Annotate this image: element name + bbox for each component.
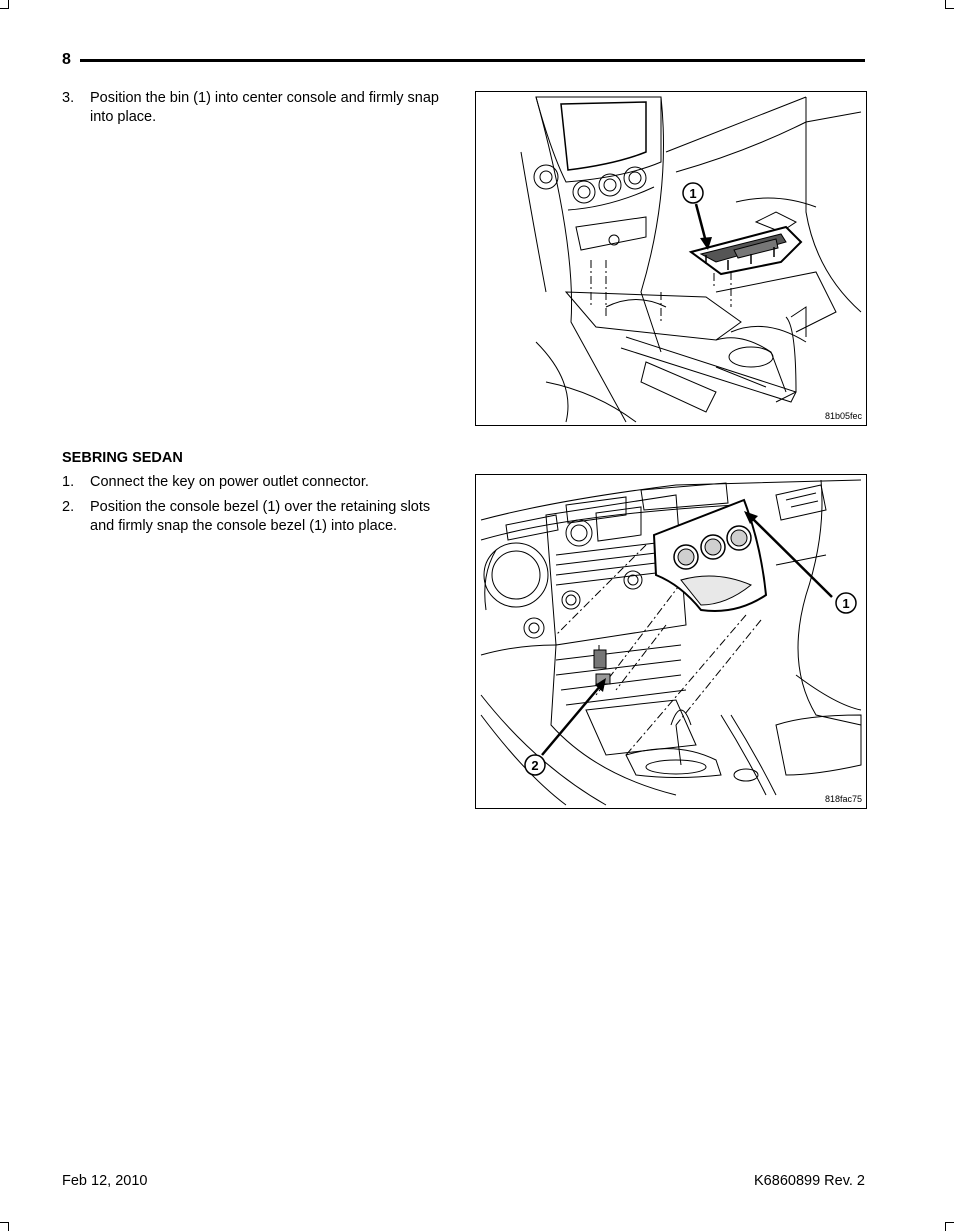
footer-date: Feb 12, 2010	[62, 1173, 148, 1189]
step-number: 2.	[62, 499, 75, 515]
console-bezel-illustration: 1 2	[480, 479, 862, 806]
step-list-sebring: 1. Connect the key on power outlet conne…	[62, 473, 454, 542]
step-list-bin: 3. Position the bin (1) into center cons…	[62, 89, 454, 133]
figure-id: 81b05fec	[824, 411, 862, 421]
console-bin-illustration: 1	[520, 96, 862, 423]
step-2: 2. Position the console bezel (1) over t…	[62, 498, 454, 536]
page-number: 8	[62, 51, 71, 68]
section-heading: SEBRING SEDAN	[62, 450, 183, 466]
step-number: 1.	[62, 474, 75, 490]
figure-id: 818fac75	[824, 794, 862, 804]
footer-document-number: K6860899 Rev. 2	[754, 1173, 865, 1189]
step-number: 3.	[62, 90, 75, 106]
step-3: 3. Position the bin (1) into center cons…	[62, 89, 454, 127]
callout-1: 1	[689, 186, 696, 201]
step-text: Position the bin (1) into center console…	[90, 90, 439, 125]
step-text: Connect the key on power outlet connecto…	[90, 474, 369, 490]
crop-mark-top-right	[945, 0, 954, 9]
step-text: Position the console bezel (1) over the …	[90, 499, 431, 534]
figure-console-bezel: 1 2 818fac75	[475, 474, 867, 809]
header-rule	[80, 59, 865, 62]
step-1: 1. Connect the key on power outlet conne…	[62, 473, 454, 492]
callout-2: 2	[531, 758, 538, 773]
figure-center-console-bin: 1 81b05fec	[475, 91, 867, 426]
callout-1: 1	[842, 596, 849, 611]
crop-mark-top-left	[0, 0, 9, 9]
crop-mark-bottom-left	[0, 1222, 9, 1231]
crop-mark-bottom-right	[945, 1222, 954, 1231]
